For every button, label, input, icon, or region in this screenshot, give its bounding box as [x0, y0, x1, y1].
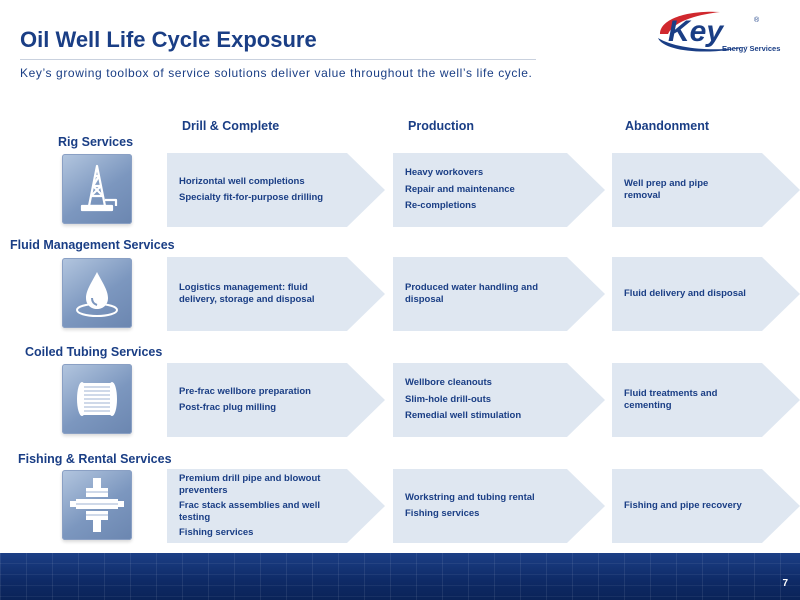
- fluid-drill-item-1: Logistics management: fluid delivery, st…: [179, 281, 315, 306]
- rig-abandonment-item-1: Well prep and pipe removal: [624, 177, 709, 202]
- fishing-drill-item-3: Fishing services: [179, 527, 254, 539]
- coiled-production-item-2: Slim-hole drill-outs: [405, 393, 492, 405]
- row-label-coiled-tubing: Coiled Tubing Services: [25, 345, 163, 359]
- fishing-production-item-2: Fishing services: [405, 508, 480, 519]
- row-label-fishing-rental: Fishing & Rental Services: [18, 452, 172, 466]
- coiled-tubing-reel-icon: [62, 364, 132, 434]
- water-drop-icon: [62, 258, 132, 328]
- page-subtitle: Key’s growing toolbox of service solutio…: [20, 66, 533, 80]
- coiled-drill-item-2: Post-frac plug milling: [179, 402, 277, 413]
- fluid-drill-complete-box: Logistics management: fluid delivery, st…: [167, 257, 385, 331]
- rig-drill-item-2: Specialty fit-for-purpose drilling: [179, 192, 324, 203]
- rig-drill-item-1: Horizontal well completions: [179, 175, 305, 187]
- row-label-rig-services: Rig Services: [58, 135, 134, 149]
- rig-abandonment-box: Well prep and pipe removal: [612, 153, 800, 227]
- logo-wordmark: Key: [668, 15, 724, 48]
- rig-production-item-3: Re-completions: [405, 200, 477, 212]
- fishing-drill-complete-box: Premium drill pipe and blowout preventer…: [167, 469, 385, 543]
- fishing-abandonment-item-1: Fishing and pipe recovery: [624, 499, 742, 511]
- coiled-production-item-1: Wellbore cleanouts: [405, 377, 492, 389]
- logo-tagline: Energy Services: [722, 44, 781, 53]
- page-number: 7: [782, 578, 788, 589]
- coiled-drill-item-1: Pre-frac wellbore preparation: [179, 385, 311, 397]
- fishing-drill-item-2: Frac stack assemblies and well testing: [179, 500, 320, 523]
- rig-production-item-1: Heavy workovers: [405, 167, 484, 179]
- column-header-abandonment: Abandonment: [625, 119, 710, 133]
- page-title: Oil Well Life Cycle Exposure: [20, 27, 317, 52]
- title-divider: [20, 59, 536, 60]
- fluid-abandonment-box: Fluid delivery and disposal: [612, 257, 800, 331]
- fishing-production-item-1: Workstring and tubing rental: [405, 491, 535, 503]
- coiled-production-item-3: Remedial well stimulation: [405, 410, 522, 422]
- rig-production-item-2: Repair and maintenance: [405, 183, 515, 195]
- fluid-production-item-1: Produced water handling and disposal: [405, 281, 539, 306]
- company-logo: Key ®: [650, 8, 790, 58]
- footer-bar: [0, 553, 800, 600]
- fluid-abandonment-item-1: Fluid delivery and disposal: [624, 287, 746, 299]
- coiled-abandonment-box: Fluid treatments and cementing: [612, 363, 800, 437]
- fishing-abandonment-box: Fishing and pipe recovery: [612, 469, 800, 543]
- coiled-abandonment-item-1: Fluid treatments and cementing: [624, 387, 718, 412]
- blowout-preventer-icon: [62, 470, 132, 540]
- logo-registered: ®: [754, 16, 760, 24]
- drilling-rig-icon: [62, 154, 132, 224]
- fluid-production-box: Produced water handling and disposal: [393, 257, 605, 331]
- column-header-drill: Drill & Complete: [182, 119, 280, 133]
- row-label-fluid-management: Fluid Management Services: [10, 238, 175, 252]
- fishing-drill-item-1: Premium drill pipe and blowout preventer…: [179, 473, 321, 496]
- column-header-production: Production: [408, 119, 474, 133]
